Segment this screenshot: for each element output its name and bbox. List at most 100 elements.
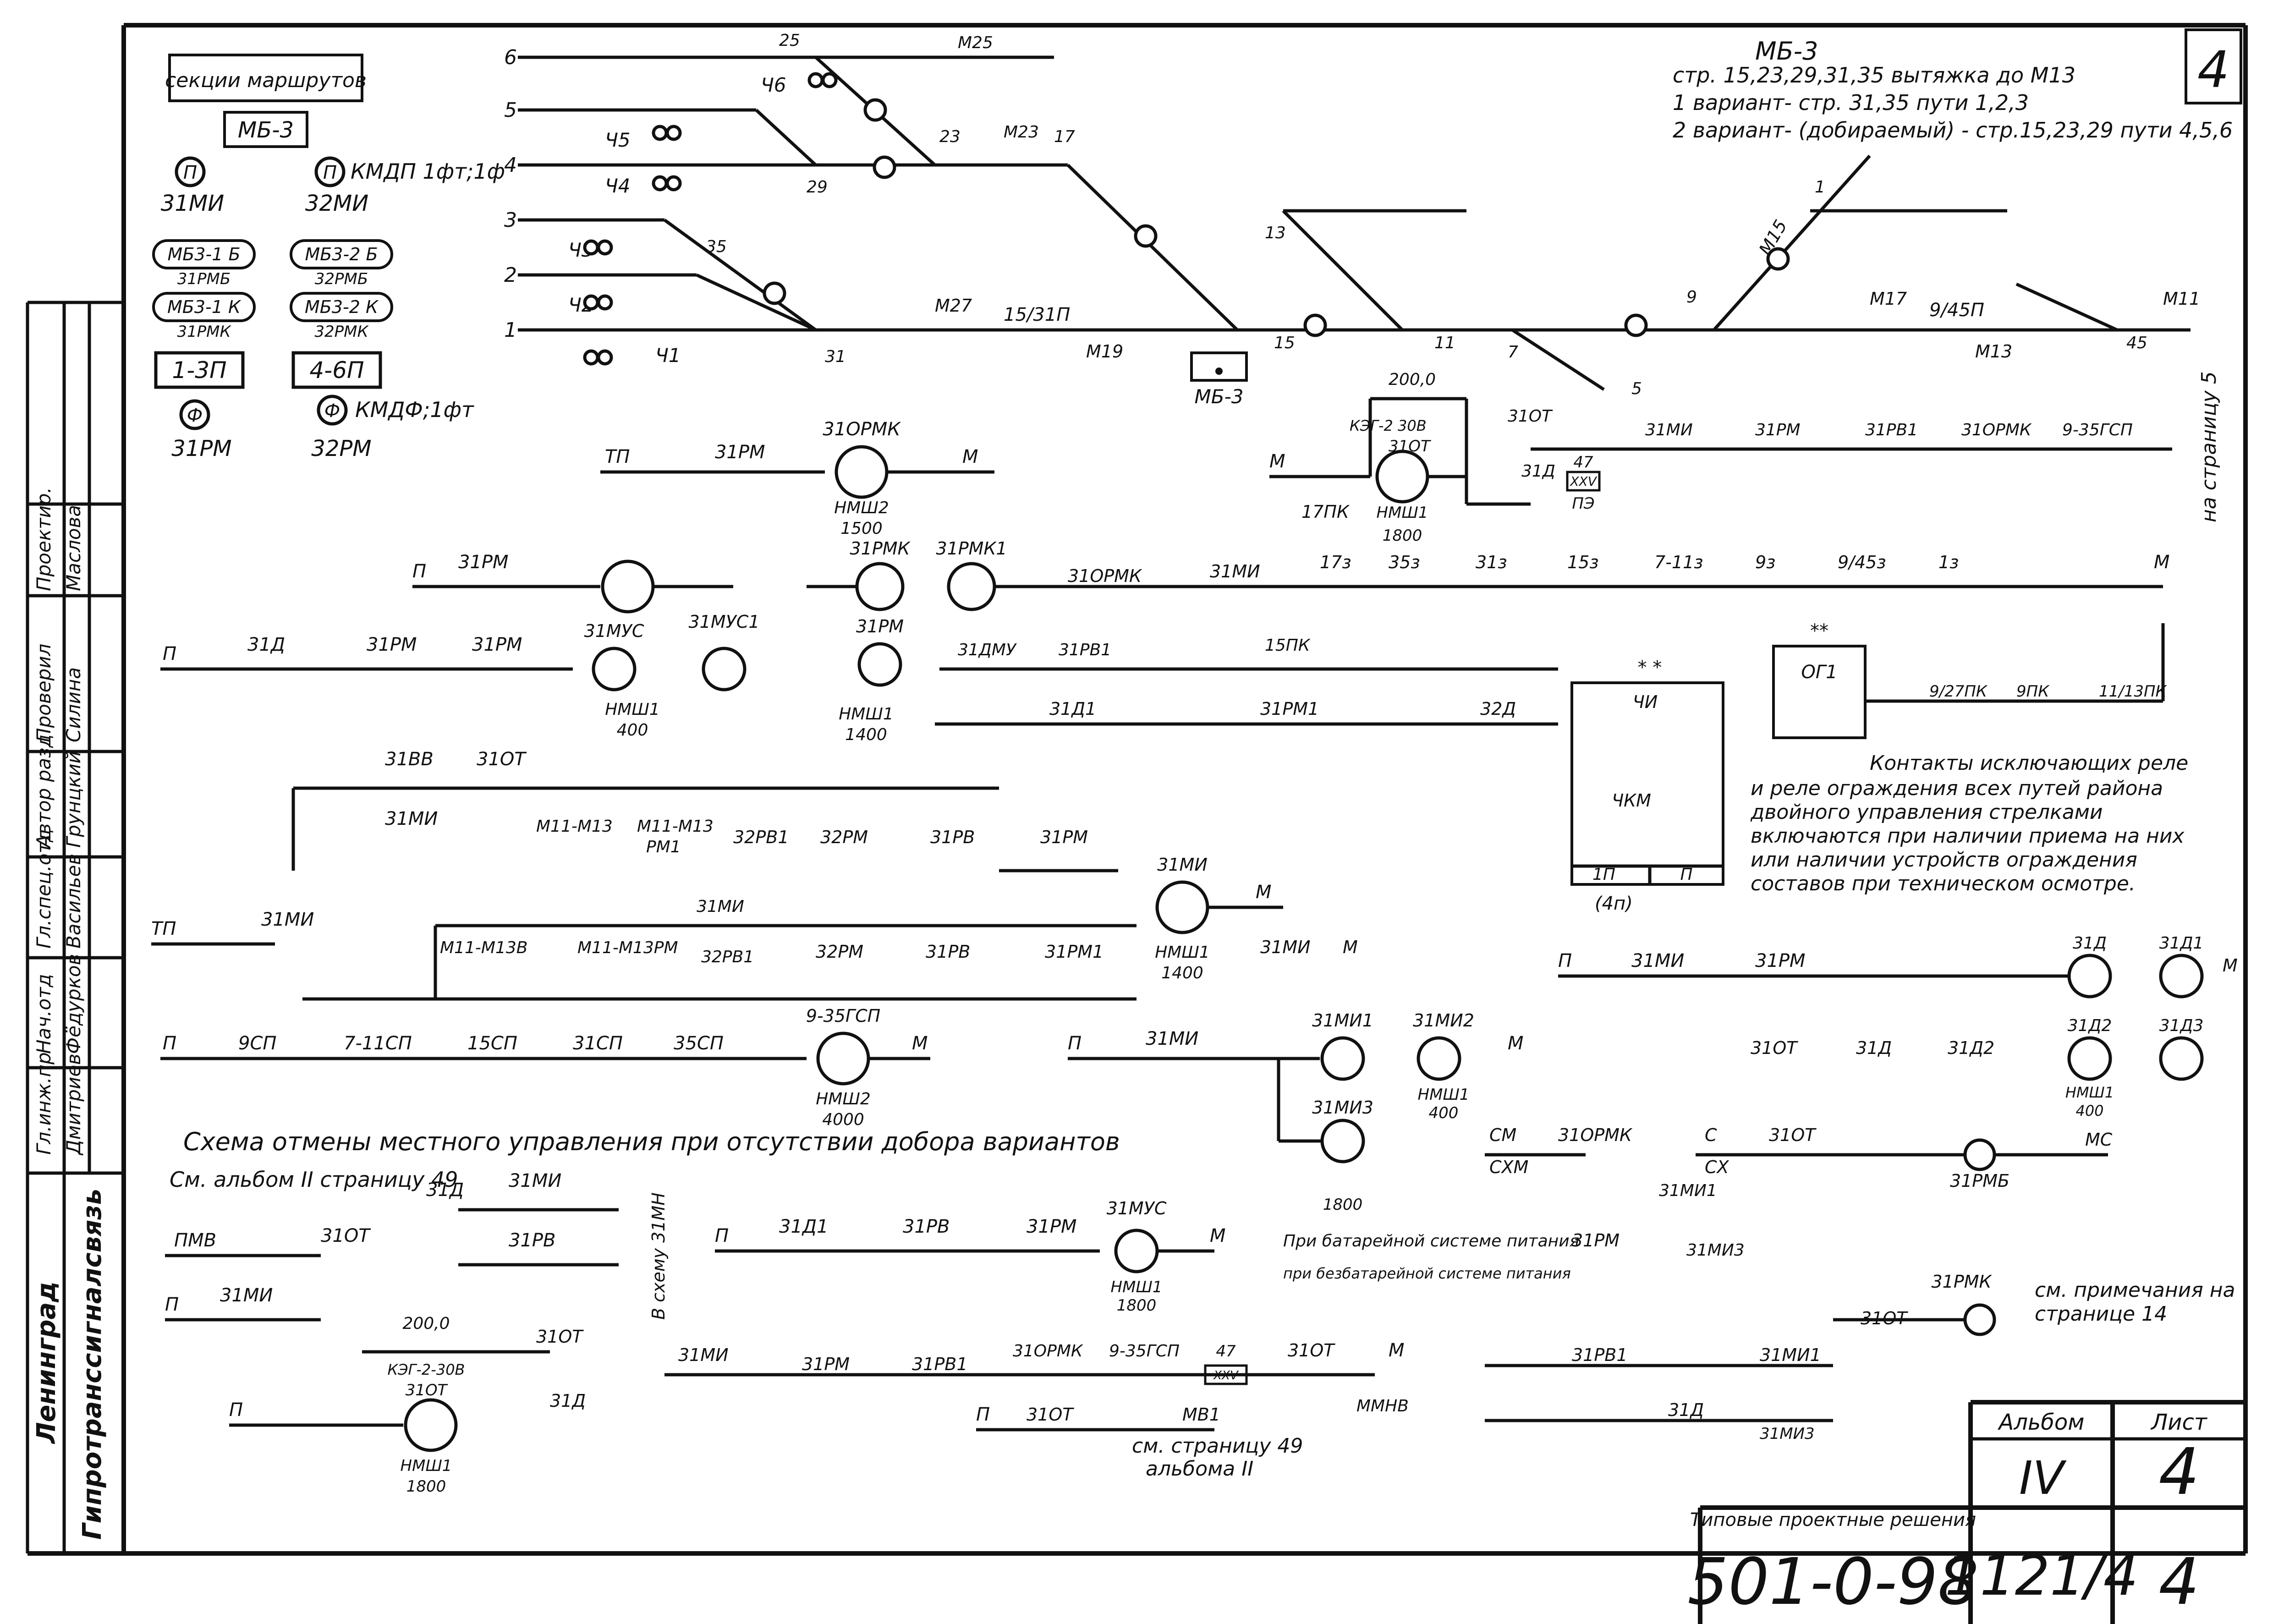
mi-31mi1: 31МИ1 <box>1312 1010 1373 1031</box>
bt-m: М <box>1389 1340 1405 1361</box>
stamp-role-5: Проектир. <box>33 487 55 591</box>
r6-nmsh2: НМШ2 <box>816 1090 871 1108</box>
br-31ot-b: 31ОТ <box>1861 1308 1908 1328</box>
r2-9-45z: 9/45з <box>1838 552 1886 572</box>
tr-label-31ot-b: 31ОТ <box>1508 407 1553 426</box>
track-2: 2 <box>504 263 517 287</box>
tr-label-m: М <box>1269 451 1285 472</box>
tr-label-47: 47 <box>1573 453 1593 472</box>
r2-31rmk1: 31РМК1 <box>936 538 1007 559</box>
signal-m23: М23 <box>1004 123 1039 142</box>
rr-31ot: 31ОТ <box>1751 1038 1798 1058</box>
r1-31ormk: 31ОРМК <box>823 419 901 440</box>
bt-31d: 31Д <box>550 1391 586 1411</box>
r3-31mus1: 31МУС1 <box>688 612 759 632</box>
switch-13: 13 <box>1265 224 1286 242</box>
legend-pill-5: 32РМБ <box>315 270 368 288</box>
drawing-number: 1121/4 <box>1945 1544 2138 1608</box>
cancel-pmv: ПМВ <box>174 1230 216 1251</box>
contacts-note: Контакты исключающих реле <box>1870 752 2188 775</box>
legend-f1-symbol: Ф <box>187 405 203 426</box>
mus-31rv: 31РВ <box>903 1216 950 1237</box>
album-value: IV <box>2019 1451 2067 1505</box>
series-value: 501-0-98 <box>1687 1545 1978 1619</box>
company-city: Ленинград <box>32 1282 61 1444</box>
mus-m: М <box>1210 1225 1226 1246</box>
rr-31d: 31Д <box>1856 1038 1892 1058</box>
right-relays: П 31МИ 31РМ 31ОТ 31Д 31Д2 31Д 31Д1 31Д2 … <box>1558 934 2238 1119</box>
bt-31ot-c: 31ОТ <box>1288 1340 1335 1361</box>
stamp-name-3: Грунцкий <box>62 751 85 848</box>
r4-32rv1: 32РВ1 <box>733 827 789 847</box>
r4-31ot: 31ОТ <box>477 749 527 770</box>
r1-nmsh2: НМШ2 <box>834 499 889 517</box>
relay-row-4: 31ВВ 31ОТ 31МИ М11-М13 М11-М13 РМ1 32РВ1… <box>291 749 1283 982</box>
bt-xxv: XXV <box>1213 1369 1239 1383</box>
mi-400: 400 <box>1429 1104 1459 1122</box>
og-box: ** ОГ1 9/27ПК 9ПК 11/13ПК <box>1772 620 2168 739</box>
cancel-to-scheme: В схему 31МН <box>648 1192 669 1320</box>
tr-label-31ot: 31ОТ <box>1389 437 1431 455</box>
r3-400: 400 <box>617 721 648 740</box>
rr-31d1: 31Д1 <box>2159 934 2204 953</box>
track-3: 3 <box>504 208 517 232</box>
bt-kaeg: КЭГ-2-30В <box>387 1361 465 1378</box>
switch-45: 45 <box>2126 334 2147 352</box>
r6-gsp: 9-35ГСП <box>806 1006 881 1026</box>
bottom-right-circuit: СМ СХМ 31ОРМК С СХ 31ОТ МС 31РМБ 31МИ1 3… <box>1283 1125 2235 1443</box>
mi-31mi3: 31МИ3 <box>1312 1097 1373 1118</box>
bt-p: П <box>229 1399 243 1421</box>
cancel-31d: 31Д <box>426 1180 464 1201</box>
r6-m: М <box>912 1033 928 1054</box>
signal-ch5: Ч5 <box>605 129 631 151</box>
r1-tp: ТП <box>605 446 630 467</box>
r4-32rm: 32РМ <box>820 827 868 847</box>
r6-35sp: 35СП <box>674 1033 724 1054</box>
bt-31rv1: 31РВ1 <box>912 1354 968 1374</box>
tr-label-1800: 1800 <box>1383 527 1422 545</box>
r3-31rm-a: 31РМ <box>367 634 417 655</box>
rr-m: М <box>2223 955 2238 976</box>
relay-row-1: ТП 31РМ 31ОРМК НМШ2 1500 М <box>600 419 994 538</box>
tr-label-31ormk: 31ОРМК <box>1961 421 2032 439</box>
r6-p: П <box>163 1033 176 1054</box>
r4-m: М <box>1256 882 1272 903</box>
r3-31rv1: 31РВ1 <box>1059 641 1111 659</box>
br-31mi1: 31МИ1 <box>1659 1181 1717 1200</box>
br-31ot: 31ОТ <box>1769 1125 1817 1145</box>
legend: секции маршрутов МБ-3 П 31МИ П КМДП 1фт;… <box>152 54 505 461</box>
r4-31rv: 31РВ <box>930 827 975 847</box>
top-right-circuit: М 200,0 КЭГ-2 30В 31ОТ НМШ1 1800 47 XXV … <box>1269 370 2172 545</box>
bt-31ot-b: 31ОТ <box>536 1327 584 1347</box>
track-panel-label: МБ-3 <box>1195 385 1244 408</box>
og-9-27pk: 9/27ПК <box>1929 682 1988 701</box>
r5-31mi-b: 31МИ <box>697 897 744 916</box>
stamp-role-4: Проверил <box>33 644 55 742</box>
r2-17pk: 17ПК <box>1301 502 1350 522</box>
r3-31d: 31Д <box>247 634 285 655</box>
r2-9z: 9з <box>1755 552 1775 572</box>
r3-nmsh1-b: НМШ1 <box>839 705 894 724</box>
br-ms: МС <box>2085 1130 2113 1150</box>
r2-7-11z: 7-11з <box>1654 552 1703 572</box>
chi-1p: 1П <box>1592 865 1615 884</box>
chi-p: П <box>1680 865 1692 884</box>
stamp-name-1: Фёдурков <box>62 954 85 1054</box>
signal-m13: М13 <box>1975 341 2012 362</box>
signal-ch4: Ч4 <box>605 175 631 197</box>
sheet-number: 4 <box>2197 40 2229 99</box>
chi-stars: * * <box>1638 657 1662 678</box>
sheet-value: 4 <box>2158 1435 2199 1509</box>
bt-31rm: 31РМ <box>802 1354 850 1374</box>
chkm-label: ЧКМ <box>1612 790 1651 811</box>
br-31mi1-b: 31МИ1 <box>1760 1345 1821 1365</box>
track-6: 6 <box>504 46 517 69</box>
chi-4p: (4п) <box>1595 893 1633 914</box>
br-31d: 31Д <box>1668 1400 1704 1420</box>
r2-31z: 31з <box>1476 552 1507 572</box>
og-9pk: 9ПК <box>2016 682 2050 701</box>
stamp-role-3: Автор разд <box>33 735 55 849</box>
switch-17: 17 <box>1054 127 1075 146</box>
ref-p: П <box>976 1404 990 1425</box>
r3-31mus: 31МУС <box>584 621 644 641</box>
